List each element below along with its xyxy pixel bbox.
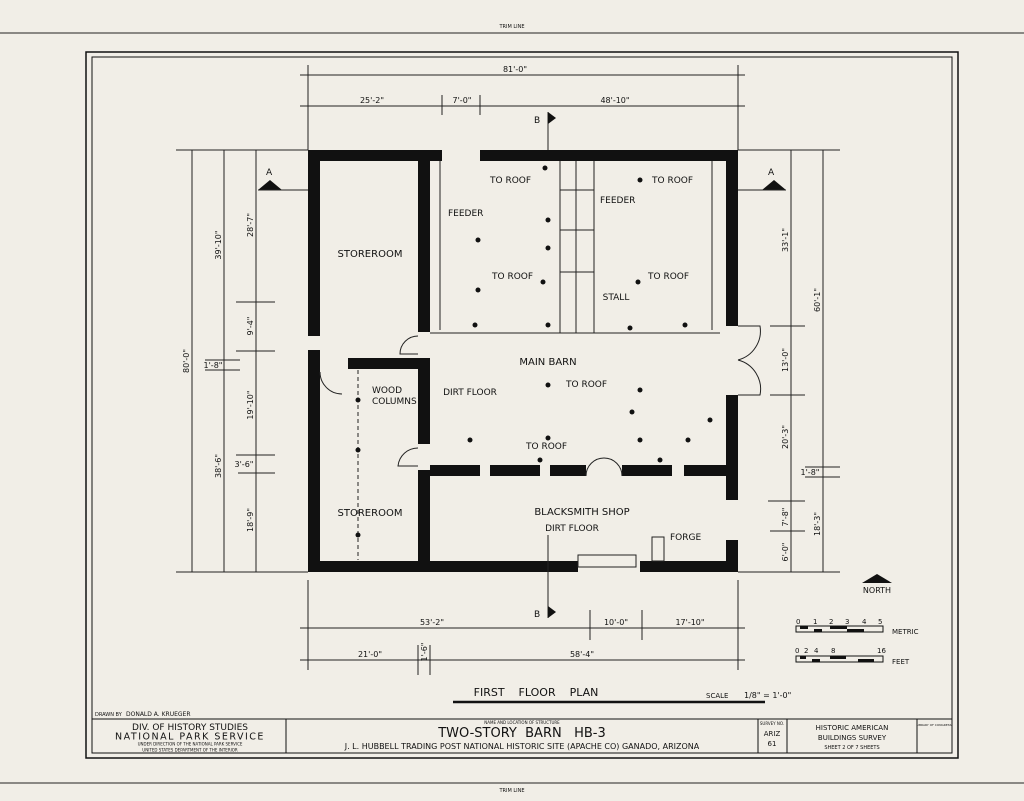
columns [355,165,713,538]
dim-bottom-3: 17'-10" [675,618,704,627]
room-storeroom-upper: STOREROOM [338,249,403,260]
dim-right-7: 1'-8" [801,468,820,477]
dim-bottom-2: 10'-0" [604,618,628,627]
dim-right-3: 13'-0" [781,348,790,372]
doors-and-fixtures [319,161,762,568]
wood-columns-label-2: COLUMNS [372,397,417,407]
wood-columns-label-1: WOOD [372,386,402,396]
dim-right-4: 20'-3" [781,425,790,449]
dim-top-overall: 81'-0" [503,65,527,74]
section-b-bottom: B [534,610,540,620]
to-roof-label: TO ROOF [525,442,567,452]
to-roof-label: TO ROOF [647,272,689,282]
feet-scale-bar: 0 2 4 8 16 FEET [795,647,910,666]
metric-scale-bar: 0 1 2 3 4 5 METRIC [795,618,919,636]
svg-text:UNDER DIRECTION OF THE NATIONA: UNDER DIRECTION OF THE NATIONAL PARK SER… [138,742,243,747]
dim-left-7: 1'-8" [204,361,223,370]
dim-left-overall: 80'-0" [182,349,191,373]
dim-bottom-6: 58'-4" [570,650,594,659]
svg-text:DIV. OF HISTORY STUDIES: DIV. OF HISTORY STUDIES [132,723,248,733]
outer-border [85,51,959,759]
feeder-left-label: FEEDER [448,209,483,219]
svg-text:LIBRARY OF CONGRESS: LIBRARY OF CONGRESS [916,723,951,727]
svg-text:0: 0 [796,618,800,626]
dim-left-3: 28'-7" [246,213,255,237]
svg-text:HISTORIC AMERICAN: HISTORIC AMERICAN [816,724,889,732]
room-blacksmith-shop: BLACKSMITH SHOP [534,507,629,518]
structure-name: TWO-STORY BARN HB-3 [437,726,606,741]
svg-text:DRAWN BY: DRAWN BY [95,712,123,718]
dim-left-4: 9'-4" [246,317,255,336]
scale-label: SCALE [706,692,728,700]
to-roof-label: TO ROOF [651,176,693,186]
dirt-floor-shop: DIRT FLOOR [545,524,599,534]
plan-title: FIRST FLOOR PLAN [474,686,599,699]
svg-text:4: 4 [814,647,819,655]
scale-value: 1/8" = 1'-0" [744,691,791,700]
stall-label: STALL [603,293,630,303]
dim-right-2: 60'-1" [813,288,822,312]
dim-left-8: 3'-6" [235,460,254,469]
svg-text:3: 3 [845,618,849,626]
forge-label: FORGE [670,533,701,543]
svg-text:5: 5 [878,618,882,626]
section-a-left: A [266,168,273,178]
title-block: DRAWN BY DONALD A. KRUEGER DIV. OF HISTO… [91,711,953,754]
svg-text:NAME AND LOCATION OF STRUCTURE: NAME AND LOCATION OF STRUCTURE [484,720,560,725]
room-storeroom-lower: STOREROOM [338,508,403,519]
walls [308,150,738,572]
feet-label: FEET [892,658,910,666]
to-roof-label: TO ROOF [489,176,531,186]
svg-text:ARIZ: ARIZ [764,730,781,738]
dim-left-6: 18'-9" [246,508,255,532]
dim-top-3: 48'-10" [600,96,629,105]
svg-text:8: 8 [831,647,835,655]
dim-right-8: 18'-3" [813,512,822,536]
to-roof-label: TO ROOF [491,272,533,282]
structure-location: J. L. HUBBELL TRADING POST NATIONAL HIST… [344,742,700,751]
sheet-number: SHEET 2 OF 7 SHEETS [824,745,879,751]
dim-bottom-4: 21'-0" [358,650,382,659]
section-b-top: B [534,116,540,126]
feeder-center-label: FEEDER [600,196,635,206]
dim-left-5: 19'-10" [246,390,255,419]
svg-text:2: 2 [829,618,833,626]
north-label: NORTH [863,586,891,595]
svg-text:61: 61 [768,740,777,748]
drawn-by: DONALD A. KRUEGER [126,711,191,718]
section-a-right: A [768,168,775,178]
section-markers [258,112,786,618]
north-arrow-icon [862,574,892,583]
dim-left-2: 38'-6" [214,454,223,478]
metric-label: METRIC [892,628,919,636]
svg-text:NATIONAL PARK SERVICE: NATIONAL PARK SERVICE [115,732,265,743]
dim-right-5: 7'-8" [781,508,790,527]
svg-text:0: 0 [795,647,799,655]
svg-text:SURVEY NO.: SURVEY NO. [760,721,784,726]
trim-line-label-bottom: TRIM LINE [498,788,524,794]
svg-text:1: 1 [813,618,817,626]
dim-left-1: 39'-10" [214,230,223,259]
dirt-floor-barn: DIRT FLOOR [443,388,497,398]
dim-right-1: 33'-1" [781,228,790,252]
trim-line-label-top: TRIM LINE [498,24,524,30]
dim-bottom-1: 53'-2" [420,618,444,627]
svg-text:4: 4 [862,618,867,626]
dim-bottom-5: 1'-6" [420,643,429,662]
dim-top-2: 7'-0" [453,96,472,105]
svg-text:BUILDINGS SURVEY: BUILDINGS SURVEY [818,734,887,742]
dimension-lines [176,65,840,675]
svg-text:UNITED STATES DEPARTMENT OF TH: UNITED STATES DEPARTMENT OF THE INTERIOR [142,748,238,753]
svg-text:16: 16 [877,647,886,655]
svg-text:2: 2 [804,647,808,655]
room-main-barn: MAIN BARN [519,357,576,368]
dim-top-1: 25'-2" [360,96,384,105]
dim-right-6: 6'-0" [781,543,790,562]
to-roof-label: TO ROOF [565,380,607,390]
